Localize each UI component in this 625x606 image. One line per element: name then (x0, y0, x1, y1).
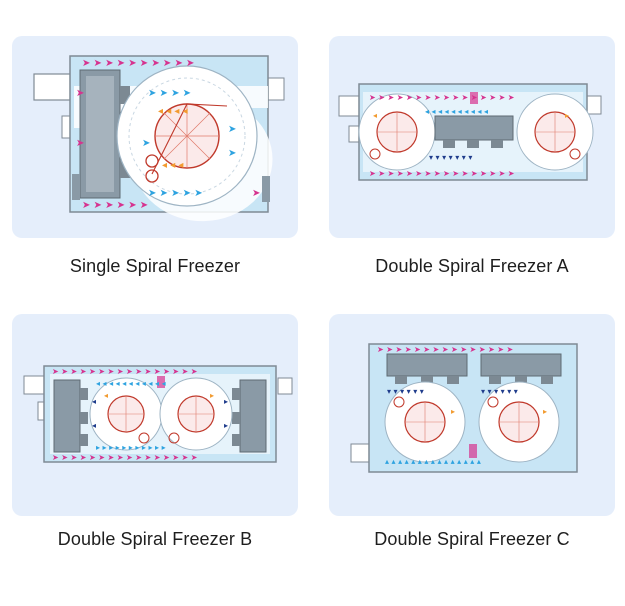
svg-text:➤: ➤ (252, 188, 260, 199)
svg-text:◂ ◂ ◂ ◂ ◂ ◂ ◂ ◂ ◂ ◂ ◂: ◂ ◂ ◂ ◂ ◂ ◂ ◂ ◂ ◂ ◂ ◂ (96, 379, 166, 388)
svg-text:▾ ▾ ▾ ▾ ▾ ▾: ▾ ▾ ▾ ▾ ▾ ▾ (481, 387, 518, 396)
svg-text:▸: ▸ (210, 391, 214, 400)
svg-text:▸: ▸ (224, 421, 228, 430)
svg-text:▴ ▴ ▴ ▴ ▴ ▴ ▴ ▴ ▴ ▴ ▴ ▴ ▴ ▴ ▴: ▴ ▴ ▴ ▴ ▴ ▴ ▴ ▴ ▴ ▴ ▴ ▴ ▴ ▴ ▴ (385, 457, 481, 466)
svg-text:➤ ➤ ➤ ➤ ➤ ➤ ➤ ➤ ➤ ➤ ➤ ➤ ➤ ➤ ➤: ➤ ➤ ➤ ➤ ➤ ➤ ➤ ➤ ➤ ➤ ➤ ➤ ➤ ➤ ➤ ➤ (52, 367, 198, 376)
svg-text:➤ ➤ ➤ ➤ ➤ ➤: ➤ ➤ ➤ ➤ ➤ ➤ (82, 200, 148, 211)
svg-text:▾ ▾ ▾ ▾ ▾ ▾: ▾ ▾ ▾ ▾ ▾ ▾ (387, 387, 424, 396)
svg-text:▸: ▸ (543, 407, 547, 416)
svg-text:➤ ➤ ➤ ➤ ➤ ➤ ➤ ➤ ➤ ➤ ➤ ➤ ➤ ➤ ➤: ➤ ➤ ➤ ➤ ➤ ➤ ➤ ➤ ➤ ➤ ➤ ➤ ➤ ➤ ➤ ➤ (369, 169, 515, 178)
double-spiral-freezer-b-diagram: ➤ ➤ ➤ ➤ ➤ ➤ ➤ ➤ ➤ ➤ ➤ ➤ ➤ ➤ ➤ ➤ ➤ ➤ ➤ ➤ … (23, 365, 293, 463)
double-spiral-freezer-b-caption: Double Spiral Freezer B (57, 529, 253, 549)
svg-text:▸: ▸ (565, 111, 569, 120)
svg-text:◂: ◂ (373, 111, 377, 120)
svg-text:➤: ➤ (76, 88, 84, 99)
svg-text:▸: ▸ (451, 407, 455, 416)
svg-text:➤ ➤ ➤ ➤ ➤ ➤ ➤ ➤ ➤ ➤ ➤ ➤ ➤ ➤ ➤: ➤ ➤ ➤ ➤ ➤ ➤ ➤ ➤ ➤ ➤ ➤ ➤ ➤ ➤ ➤ ➤ (52, 453, 198, 462)
svg-text:▸ ▸ ▸ ▸ ▸ ▸ ▸ ▸ ▸ ▸ ▸: ▸ ▸ ▸ ▸ ▸ ▸ ▸ ▸ ▸ ▸ ▸ (96, 443, 166, 452)
svg-text:◂ ◂ ◂ ◂ ◂ ◂ ◂ ◂ ◂ ◂: ◂ ◂ ◂ ◂ ◂ ◂ ◂ ◂ ◂ ◂ (425, 107, 488, 116)
svg-text:◂: ◂ (92, 397, 96, 406)
single-spiral-freezer-diagram: ➤ ➤ ➤ ➤ ➤ ➤ ➤ ➤ ➤ ➤ ➤ ➤ ➤ ➤ ➤ ➤ ➤ ➤ ➤ ➤ … (33, 55, 285, 222)
double-spiral-freezer-c-caption: Double Spiral Freezer C (374, 529, 570, 549)
svg-text:➤: ➤ (76, 138, 84, 149)
svg-text:➤: ➤ (142, 138, 150, 149)
double-spiral-freezer-c-diagram: ➤ ➤ ➤ ➤ ➤ ➤ ➤ ➤ ➤ ➤ ➤ ➤ ➤ ➤ ➤ ▾ ▾ ▾ ▾ ▾ … (350, 343, 578, 473)
svg-text:◂: ◂ (92, 421, 96, 430)
svg-text:➤ ➤ ➤ ➤: ➤ ➤ ➤ ➤ (148, 88, 191, 99)
single-spiral-freezer-caption: Single Spiral Freezer (69, 256, 241, 276)
svg-text:◂: ◂ (104, 391, 108, 400)
svg-text:◂ ◂ ◂: ◂ ◂ ◂ (162, 160, 183, 171)
double-spiral-freezer-c-card: ➤ ➤ ➤ ➤ ➤ ➤ ➤ ➤ ➤ ➤ ➤ ➤ ➤ ➤ ➤ ▾ ▾ ▾ ▾ ▾ … (329, 314, 615, 516)
svg-text:➤ ➤ ➤ ➤ ➤ ➤ ➤ ➤ ➤ ➤ ➤ ➤ ➤ ➤ ➤: ➤ ➤ ➤ ➤ ➤ ➤ ➤ ➤ ➤ ➤ ➤ ➤ ➤ ➤ ➤ ➤ (369, 93, 515, 102)
svg-text:➤ ➤ ➤ ➤ ➤: ➤ ➤ ➤ ➤ ➤ (148, 188, 203, 199)
svg-text:▾ ▾ ▾ ▾ ▾ ▾ ▾: ▾ ▾ ▾ ▾ ▾ ▾ ▾ (429, 153, 472, 162)
svg-text:➤: ➤ (228, 124, 236, 135)
double-spiral-freezer-a-diagram: ➤ ➤ ➤ ➤ ➤ ➤ ➤ ➤ ➤ ➤ ➤ ➤ ➤ ➤ ➤ ➤ ◂ ◂ ◂ ◂ … (338, 83, 602, 181)
svg-text:➤: ➤ (228, 148, 236, 159)
double-spiral-freezer-a-caption: Double Spiral Freezer A (375, 256, 569, 276)
double-spiral-freezer-b-card: ➤ ➤ ➤ ➤ ➤ ➤ ➤ ➤ ➤ ➤ ➤ ➤ ➤ ➤ ➤ ➤ ➤ ➤ ➤ ➤ … (12, 314, 298, 516)
svg-text:▸: ▸ (224, 397, 228, 406)
svg-text:➤ ➤ ➤ ➤ ➤ ➤ ➤ ➤ ➤ ➤: ➤ ➤ ➤ ➤ ➤ ➤ ➤ ➤ ➤ ➤ (82, 58, 194, 69)
svg-text:➤ ➤ ➤ ➤ ➤ ➤ ➤ ➤ ➤ ➤ ➤ ➤ ➤ ➤ ➤: ➤ ➤ ➤ ➤ ➤ ➤ ➤ ➤ ➤ ➤ ➤ ➤ ➤ ➤ ➤ (377, 345, 513, 354)
svg-text:◂ ◂ ◂ ◂: ◂ ◂ ◂ ◂ (158, 106, 188, 117)
double-spiral-freezer-a-card: ➤ ➤ ➤ ➤ ➤ ➤ ➤ ➤ ➤ ➤ ➤ ➤ ➤ ➤ ➤ ➤ ◂ ◂ ◂ ◂ … (329, 36, 615, 238)
single-spiral-freezer-card: ➤ ➤ ➤ ➤ ➤ ➤ ➤ ➤ ➤ ➤ ➤ ➤ ➤ ➤ ➤ ➤ ➤ ➤ ➤ ➤ … (12, 36, 298, 238)
